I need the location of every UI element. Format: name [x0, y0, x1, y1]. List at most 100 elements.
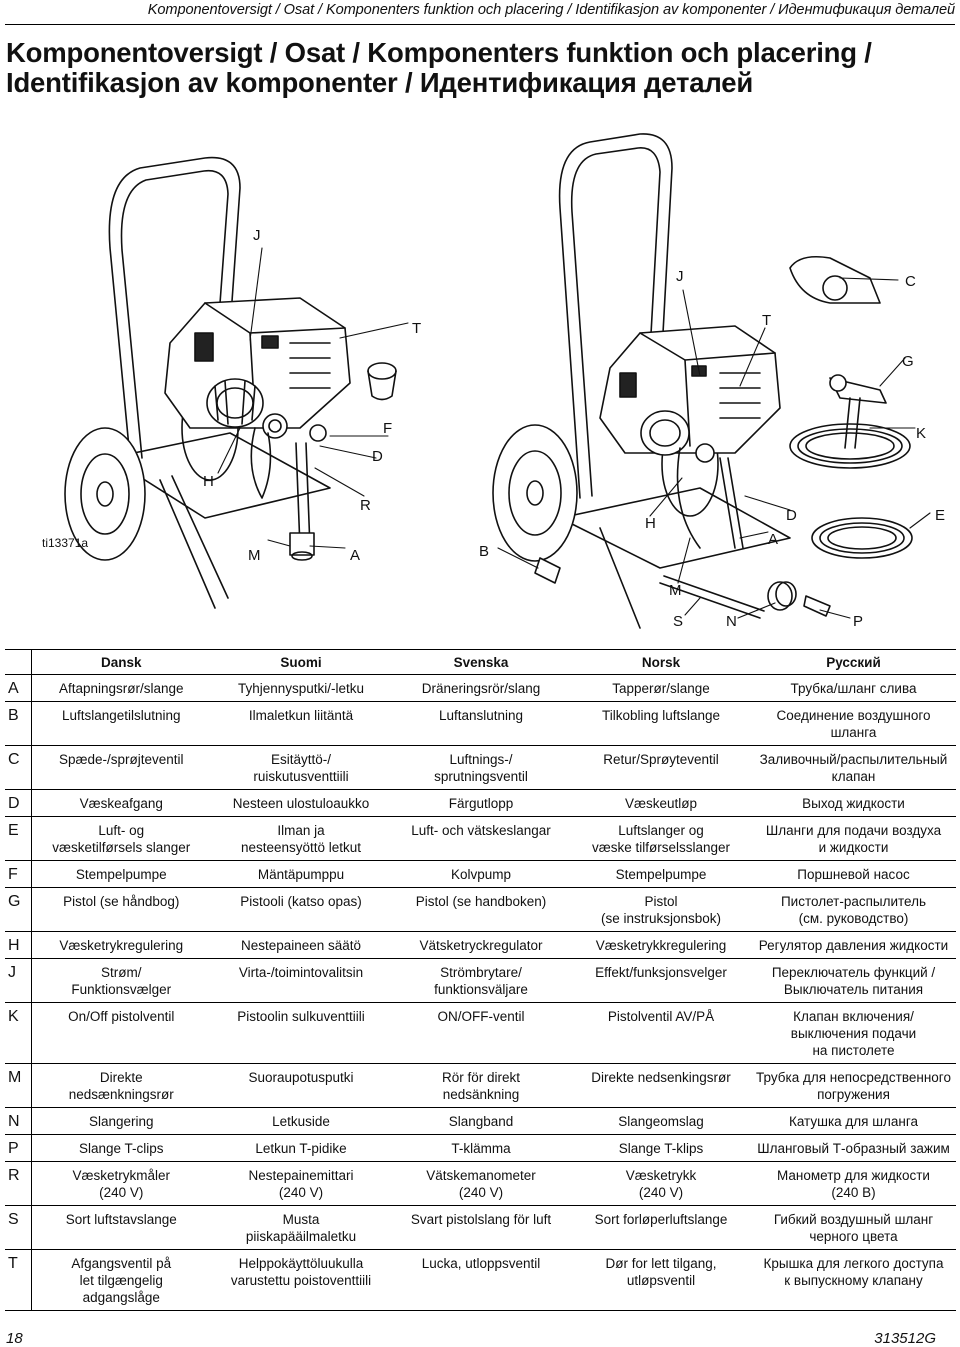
callout-j-left: J: [253, 227, 261, 244]
callout-j-right: J: [676, 268, 684, 285]
sprayer-illustration: J T H F D R M A ti13371a J C T G K B H D…: [42, 133, 945, 630]
table-cell: Nestepaineen säätö: [211, 931, 391, 959]
table-cell: Musta piiskapääilmaletku: [211, 1205, 391, 1250]
callout-t-right: T: [762, 312, 771, 329]
callout-h-left: H: [203, 473, 214, 490]
callout-d-left: D: [372, 448, 383, 465]
callout-d-right: D: [786, 507, 797, 524]
table-cell: Letkuside: [211, 1107, 391, 1135]
table-cell: Переключатель функций / Выключатель пита…: [751, 958, 956, 1003]
callout-p-right: P: [853, 613, 863, 630]
table-cell: Luft- og væsketilførsels slanger: [31, 816, 211, 861]
table-cell: Катушка для шланга: [751, 1107, 956, 1135]
table-cell: Трубка для непосредственного погружения: [751, 1063, 956, 1108]
table-cell: Шланговый Т-образный зажим: [751, 1134, 956, 1162]
table-cell: Direkte nedsenkingsrør: [571, 1063, 751, 1108]
table-cell: Гибкий воздушный шланг черного цвета: [751, 1205, 956, 1250]
page-title-line-2: Identifikasjon av komponenter / Идентифи…: [6, 67, 754, 98]
table-cell: On/Off pistolventil: [31, 1002, 211, 1064]
table-cell: Esitäyttö-/ ruiskutusventtiili: [211, 745, 391, 790]
table-cell: Strömbrytare/ funktionsväljare: [391, 958, 571, 1003]
table-cell: Sort forløperluftslange: [571, 1205, 751, 1250]
table-cell: Pistoolin sulkuventtiili: [211, 1002, 391, 1064]
callout-f-left: F: [383, 420, 392, 437]
table-cell: Пистолет-распылитель (см. руководство): [751, 887, 956, 932]
table-cell: Letkun T-pidike: [211, 1134, 391, 1162]
table-cell: Slange T-klips: [571, 1134, 751, 1162]
table-cell: Pistooli (katso opas): [211, 887, 391, 932]
callout-m-right: M: [669, 582, 682, 599]
table-cell: Afgangsventil på let tilgængelig adgangs…: [31, 1249, 211, 1311]
callout-s-right: S: [673, 613, 683, 630]
document-number: 313512G: [874, 1330, 936, 1347]
table-cell: Luftslanger og væske tilførselsslanger: [571, 816, 751, 861]
page-number: 18: [6, 1330, 23, 1347]
row-key: E: [5, 816, 32, 861]
page-title: Komponentoversigt / Osat / Komponenters …: [6, 38, 872, 98]
table-cell: Pistol (se håndbog): [31, 887, 211, 932]
table-cell: Luft- och vätskeslangar: [391, 816, 571, 861]
table-cell: Клапан включения/ выключения подачи на п…: [751, 1002, 956, 1064]
table-cell: Suoraupotusputki: [211, 1063, 391, 1108]
table-cell: Effekt/funksjonsvelger: [571, 958, 751, 1003]
table-cell: Поршневой насос: [751, 860, 956, 888]
parts-table-header: Dansk Suomi Svenska Norsk Русский: [5, 649, 956, 675]
table-cell: Væsketrykregulering: [31, 931, 211, 959]
table-cell: Luftanslutning: [391, 701, 571, 746]
table-cell: Rör för direkt nedsänkning: [391, 1063, 571, 1108]
table-cell: Spæde-/sprøjteventil: [31, 745, 211, 790]
row-key: J: [5, 958, 32, 1003]
table-cell: Ilman ja nesteensyöttö letkut: [211, 816, 391, 861]
row-key: K: [5, 1002, 32, 1064]
row-key: P: [5, 1134, 32, 1162]
column-header-dansk: Dansk: [31, 649, 211, 675]
table-cell: Pistolventil AV/PÅ: [571, 1002, 751, 1064]
header-rule: [5, 24, 955, 25]
table-cell: Трубка/шланг слива: [751, 674, 956, 702]
row-key: S: [5, 1205, 32, 1250]
table-cell: Tyhjennysputki/-letku: [211, 674, 391, 702]
callout-e-right: E: [935, 507, 945, 524]
table-cell: Регулятор давления жидкости: [751, 931, 956, 959]
table-cell: Slangeomslag: [571, 1107, 751, 1135]
page-title-line-1: Komponentoversigt / Osat / Komponenters …: [6, 37, 872, 68]
row-key: R: [5, 1161, 32, 1206]
table-cell: Манометр для жидкости (240 В): [751, 1161, 956, 1206]
table-cell: Væskeutløp: [571, 789, 751, 817]
table-cell: Luftnings-/ sprutningsventil: [391, 745, 571, 790]
table-cell: Svart pistolslang för luft: [391, 1205, 571, 1250]
running-header: Komponentoversigt / Osat / Komponenters …: [147, 2, 955, 18]
table-cell: Färgutlopp: [391, 789, 571, 817]
column-header-suomi: Suomi: [211, 649, 391, 675]
row-key: B: [5, 701, 32, 746]
table-cell: Tilkobling luftslange: [571, 701, 751, 746]
callout-h-right: H: [645, 515, 656, 532]
left-sprayer-drawing: [64, 156, 397, 609]
table-cell: Ilmaletkun liitäntä: [211, 701, 391, 746]
figure-id: ti13371a: [42, 536, 88, 550]
callout-leader-lines: [217, 247, 931, 619]
table-cell: Retur/Sprøyteventil: [571, 745, 751, 790]
callout-b-right: B: [479, 543, 489, 560]
table-cell: Væsketrykmåler (240 V): [31, 1161, 211, 1206]
table-cell: Stempelpumpe: [31, 860, 211, 888]
table-cell: Helppokäyttöluukulla varustettu poistove…: [211, 1249, 391, 1311]
table-cell: T-klämma: [391, 1134, 571, 1162]
table-cell: Шланги для подачи воздуха и жидкости: [751, 816, 956, 861]
callout-n-right: N: [726, 613, 737, 630]
table-cell: Nestepainemittari (240 V): [211, 1161, 391, 1206]
table-cell: Соединение воздушного шланга: [751, 701, 956, 746]
table-cell: Dør for lett tilgang, utløpsventil: [571, 1249, 751, 1311]
table-cell: Strøm/ Funktionsvælger: [31, 958, 211, 1003]
table-cell: Slangband: [391, 1107, 571, 1135]
